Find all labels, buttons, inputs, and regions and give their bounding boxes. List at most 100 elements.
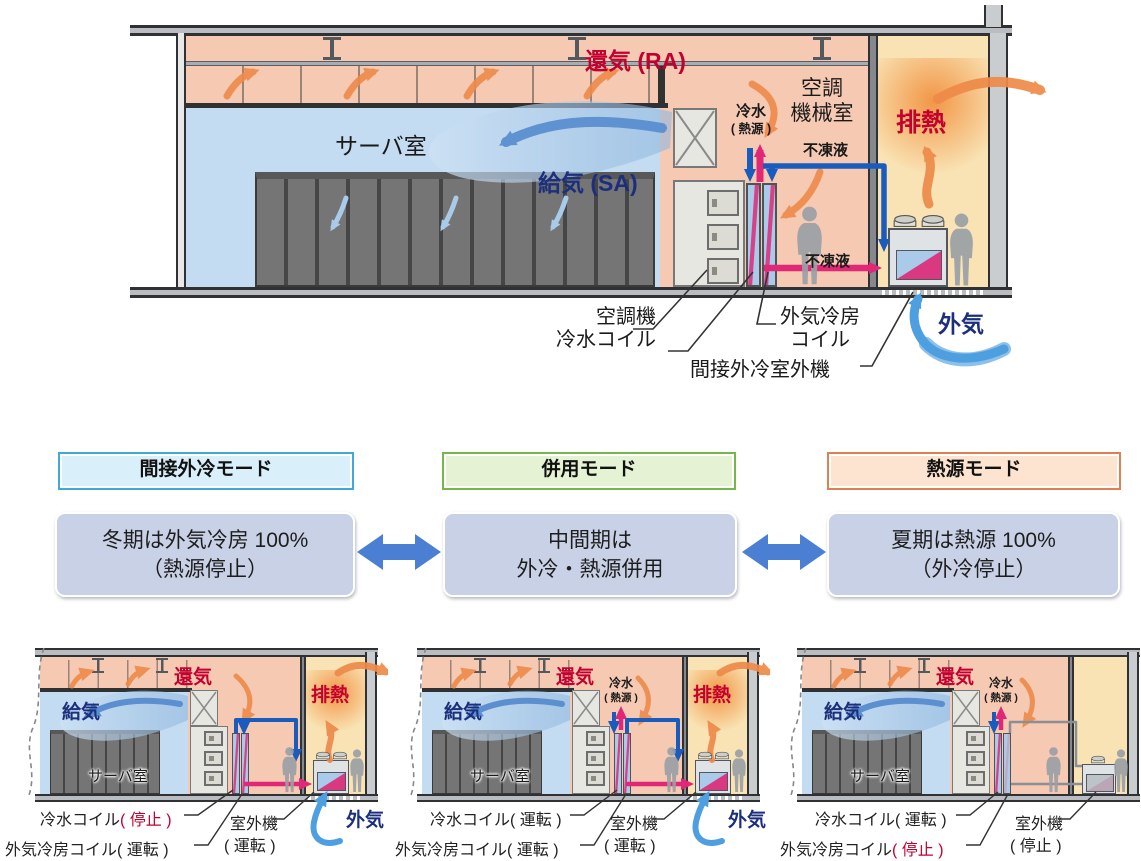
outdoor-unit xyxy=(888,228,948,287)
return-air-label: 還気 xyxy=(556,667,595,688)
outside-air-label: 外気 xyxy=(938,311,984,337)
mode-header-indirect: 間接外冷モード xyxy=(58,452,354,490)
chilled-water-label: 冷水( 熱源 ) xyxy=(604,676,638,704)
outdoor-unit-coil-icon xyxy=(1086,774,1114,792)
roof-slab xyxy=(417,648,760,657)
server-room-label: サーバ室 xyxy=(850,768,910,785)
outside-air-cooling-coil xyxy=(241,733,249,794)
left-wall xyxy=(176,33,186,293)
hanger-rods xyxy=(186,66,660,103)
mode-desc-heatsource: 夏期は熱源 100%（外冷停止） xyxy=(827,512,1120,597)
supply-air-label: 給気 xyxy=(444,702,483,723)
damper-box xyxy=(673,108,717,168)
chimney xyxy=(984,5,1003,27)
outdoor-unit-coil-icon xyxy=(317,772,346,791)
chilled-water-coil xyxy=(614,733,622,794)
roof-slab xyxy=(35,648,378,657)
ahu-box xyxy=(572,726,610,794)
callout-outdoor-unit: 間接外冷室外機 xyxy=(690,359,830,381)
exhaust-heat-label: 排熱 xyxy=(311,685,350,706)
server-ceiling xyxy=(40,688,192,692)
mode-desc-indirect: 冬期は外気冷房 100%（熱源停止） xyxy=(55,512,355,597)
outdoor-unit xyxy=(695,760,731,794)
right-wall xyxy=(988,33,1008,294)
label-outdoor-unit: 室外機 xyxy=(1015,816,1064,833)
fan-icon xyxy=(586,751,605,766)
label-oa-coil: 外気冷房コイル( 運転 ) xyxy=(395,842,559,859)
supply-air-label: 給気 (SA) xyxy=(538,170,638,196)
fan-icon xyxy=(204,751,223,766)
fan-icon xyxy=(966,771,985,786)
return-air-label: 還気 (RA) xyxy=(585,48,686,74)
ceiling-grid xyxy=(186,61,868,66)
fan-icon xyxy=(966,731,985,746)
mini-diagram-heatsource: 還気 給気 サーバ室 冷水( 熱源 ) 冷水コイル( 運転 ) 外気冷房コイル(… xyxy=(770,632,1141,861)
label-outdoor-unit: 室外機 xyxy=(230,816,279,833)
fan-icon xyxy=(586,771,605,786)
chilled-water-coil xyxy=(746,183,761,287)
intake-vent xyxy=(308,796,360,800)
antifreeze-label-top: 不凍液 xyxy=(803,142,849,159)
roof-slab xyxy=(130,25,1012,36)
floor-slab xyxy=(130,287,1012,298)
fan-icon xyxy=(707,224,739,250)
return-air-label: 還気 xyxy=(174,667,213,688)
outside-air-label: 外気 xyxy=(346,810,385,831)
outdoor-unit xyxy=(313,760,349,794)
hanger-rods xyxy=(802,660,950,688)
label-outdoor-unit-status: ( 運転 ) xyxy=(224,838,276,855)
ahu-box xyxy=(190,726,228,794)
right-wall xyxy=(1127,652,1139,794)
fan-icon xyxy=(586,731,605,746)
fan-icon xyxy=(707,190,739,216)
supply-air-label: 給気 xyxy=(824,702,863,723)
intake-vent xyxy=(690,796,742,800)
server-ceiling xyxy=(802,688,954,692)
supply-air-label: 給気 xyxy=(62,702,101,723)
outside-air-cooling-coil xyxy=(762,183,777,287)
server-room-label: サーバ室 xyxy=(470,768,530,785)
hanger-rods xyxy=(40,660,188,688)
server-ceiling xyxy=(186,103,668,108)
hanger-rods xyxy=(422,660,570,688)
callout-ahu-coil: 空調機冷水コイル xyxy=(556,306,656,351)
outdoor-unit xyxy=(1082,764,1116,794)
chamber-wall xyxy=(868,36,878,287)
mode-arrow-left xyxy=(357,534,441,570)
server-room-label: サーバ室 xyxy=(335,133,427,159)
outside-air-arrow xyxy=(692,790,725,846)
label-outdoor-unit: 室外機 xyxy=(610,816,659,833)
mode-desc-combined: 中間期は外冷・熱源併用 xyxy=(443,512,737,597)
label-oa-coil: 外気冷房コイル( 運転 ) xyxy=(5,842,169,859)
roof-slab xyxy=(797,648,1140,657)
mode-header-combined: 併用モード xyxy=(442,452,736,490)
chilled-water-label: 冷水( 熱源 ) xyxy=(730,103,772,136)
server-ceiling xyxy=(422,688,574,692)
damper-box xyxy=(190,690,218,726)
machine-room-label: 空調機械室 xyxy=(790,77,854,125)
label-outdoor-unit-status: ( 運転 ) xyxy=(604,838,656,855)
server-room-label: サーバ室 xyxy=(88,768,148,785)
label-cw-coil: 冷水コイル( 停止 ) xyxy=(40,812,172,829)
label-outdoor-unit-status: ( 停止 ) xyxy=(1010,838,1062,855)
mode-header-heatsource: 熱源モード xyxy=(827,452,1121,490)
outdoor-unit-coil-icon xyxy=(699,772,728,791)
chilled-water-label: 冷水( 熱源 ) xyxy=(984,676,1018,704)
label-cw-coil: 冷水コイル( 運転 ) xyxy=(815,812,947,829)
floor-slab xyxy=(797,794,1140,802)
duct-step xyxy=(658,66,665,108)
mode-arrow-right xyxy=(742,534,826,570)
outside-air-arrow xyxy=(310,790,343,846)
outside-air-label: 外気 xyxy=(728,810,767,831)
intake-vent xyxy=(882,290,984,295)
exhaust-heat-label: 排熱 xyxy=(693,685,732,706)
right-wall xyxy=(747,652,759,794)
right-wall xyxy=(365,652,377,794)
callout-oa-coil: 外気冷房コイル xyxy=(780,306,860,351)
mini-diagram-indirect: 還気 排熱 給気 サーバ室 外気 冷水コイル( 停止 ) 外気冷房コイル( 運転… xyxy=(5,632,388,861)
outside-air-cooling-coil xyxy=(1003,733,1011,794)
mini-diagram-combined: 還気 排熱 給気 サーバ室 冷水( 熱源 ) 外気 冷水コイル( 運転 ) 外気… xyxy=(390,632,770,861)
chamber-wall xyxy=(1068,657,1074,794)
outside-air-cooling-coil xyxy=(623,733,631,794)
